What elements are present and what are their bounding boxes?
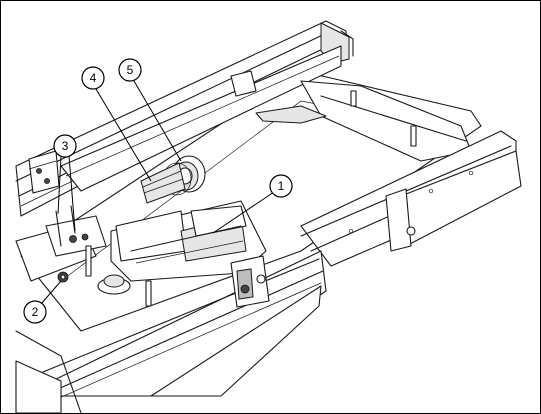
callout-2: 2 [24, 281, 61, 323]
callout-2-label: 2 [32, 305, 39, 319]
callout-3-label: 3 [62, 139, 69, 153]
top-left-clamp [29, 151, 59, 193]
adjusting-screw [58, 272, 68, 282]
right-clamp-bracket [231, 256, 269, 307]
callout-5-label: 5 [127, 63, 134, 77]
callout-1-label: 1 [278, 179, 285, 193]
callout-4-label: 4 [90, 71, 97, 85]
